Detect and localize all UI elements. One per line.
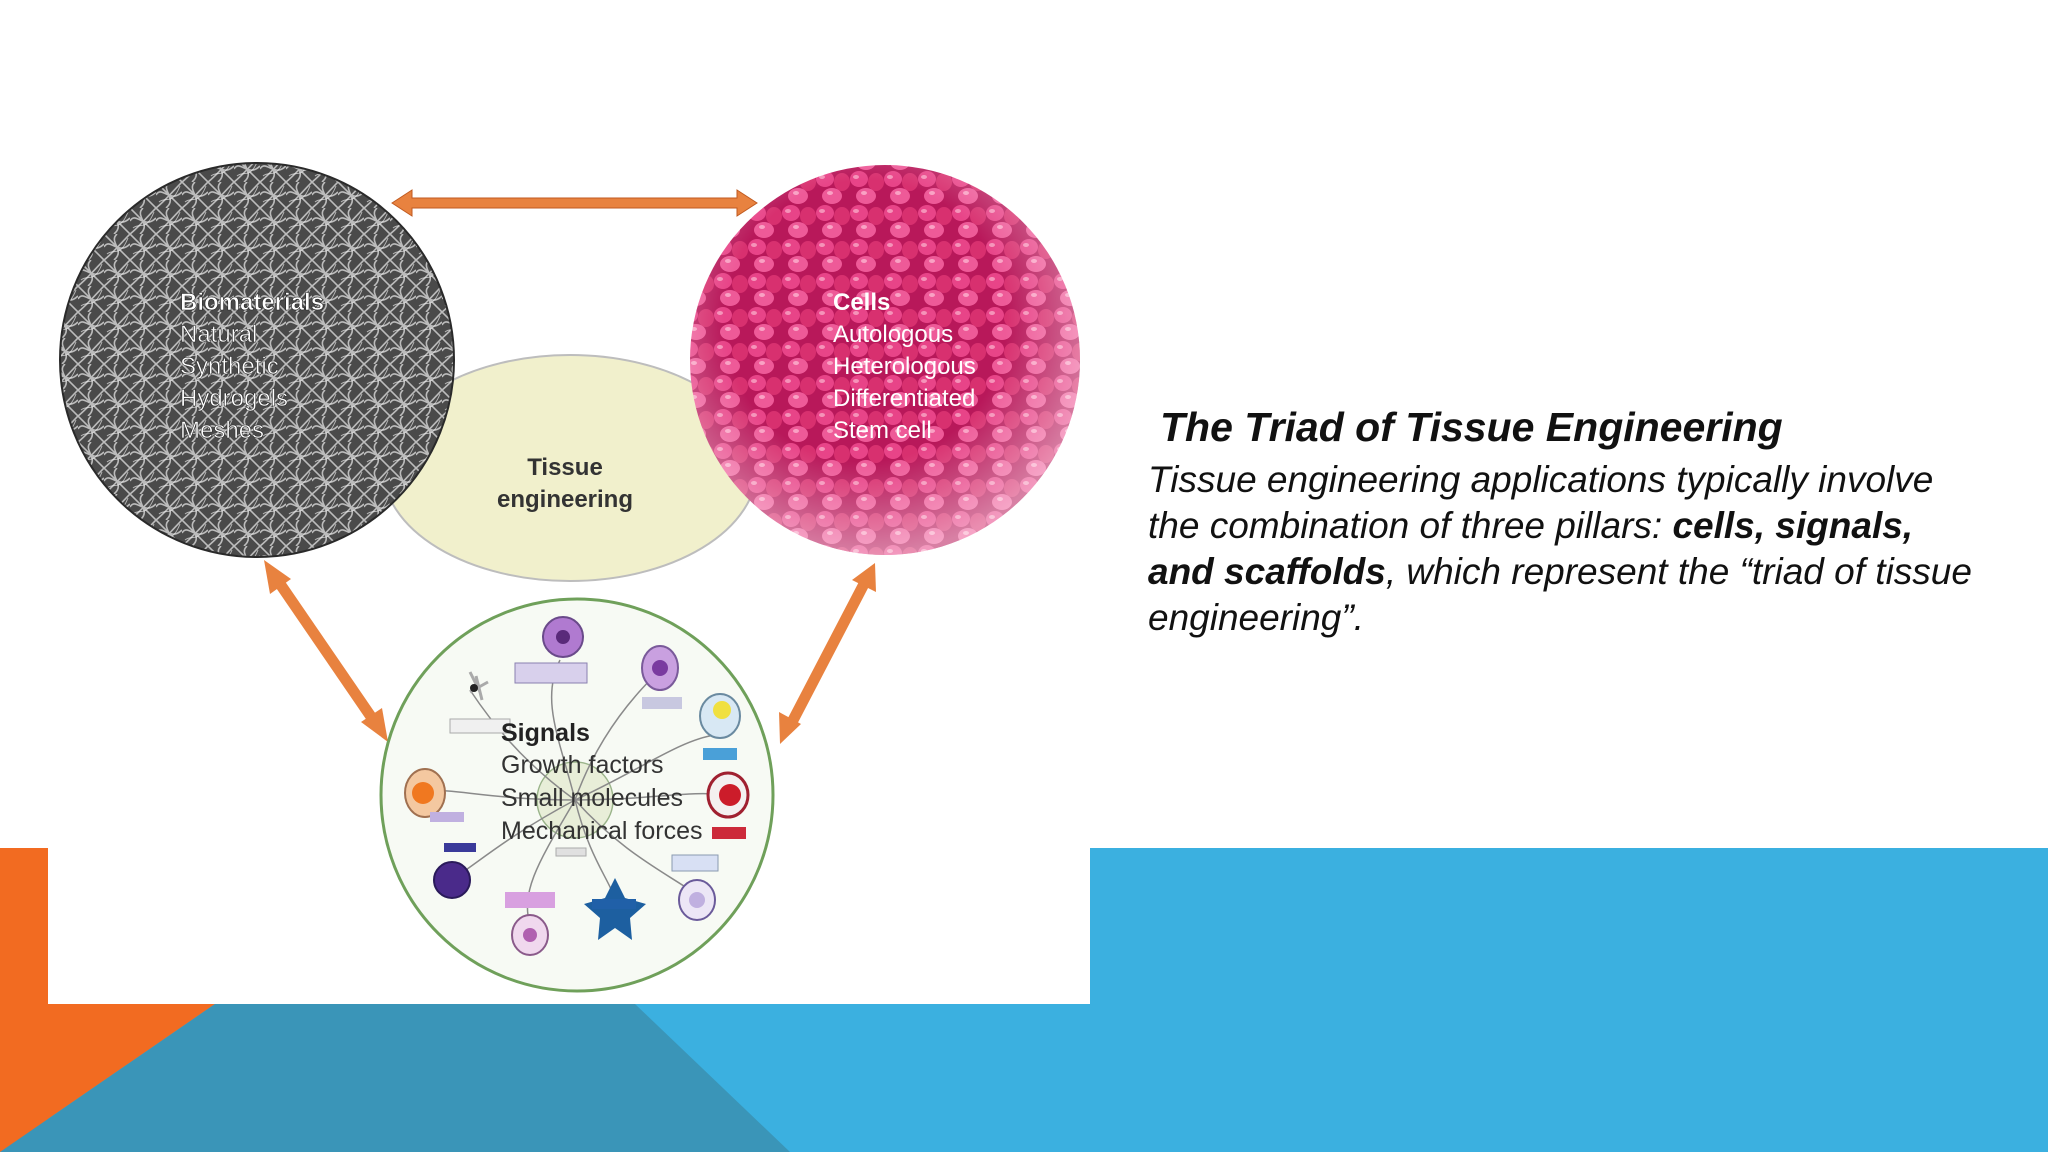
cells-item: Heterologous bbox=[833, 353, 976, 380]
top-double-arrow bbox=[391, 189, 758, 217]
cells-glow bbox=[690, 165, 1080, 555]
biomaterials-circle bbox=[60, 163, 454, 557]
biomaterials-item: Meshes bbox=[180, 417, 264, 444]
biomaterials-title: Biomaterials bbox=[180, 289, 324, 316]
cells-title: Cells bbox=[833, 289, 890, 316]
left-double-arrow bbox=[264, 560, 388, 742]
cells-item: Stem cell bbox=[833, 417, 932, 444]
slide-body: Tissue engineering applications typicall… bbox=[1148, 457, 1988, 641]
biomaterials-shade bbox=[59, 162, 455, 558]
signals-item: Small molecules bbox=[501, 784, 683, 812]
center-label-line1: Tissue bbox=[527, 454, 603, 481]
cells-item: Autologous bbox=[833, 321, 953, 348]
slide-title: The Triad of Tissue Engineering bbox=[1160, 404, 1783, 450]
biomaterials-item: Natural bbox=[180, 321, 257, 348]
biomaterials-item: Hydrogels bbox=[180, 385, 288, 412]
signals-item: Growth factors bbox=[501, 751, 664, 779]
body-text-bold: cells, signals, and scaffolds bbox=[1148, 505, 1914, 593]
cells-item: Differentiated bbox=[833, 385, 975, 412]
signals-cell-icons bbox=[404, 616, 750, 956]
biomaterials-item: Synthetic bbox=[180, 353, 279, 380]
dark-blue-triangle bbox=[0, 1004, 790, 1152]
body-text-part2: , which represent the “triad of tissue e… bbox=[1148, 551, 1972, 639]
right-double-arrow bbox=[779, 563, 876, 744]
signals-title: Signals bbox=[501, 719, 590, 747]
tissue-engineering-triad-figure: Tissue engineering Biomaterials Natural … bbox=[59, 162, 1080, 993]
signals-item: Mechanical forces bbox=[501, 817, 702, 845]
slide-caption: The Triad of Tissue Engineering Tissue e… bbox=[1148, 404, 1988, 641]
center-label-line2: engineering bbox=[497, 486, 633, 513]
body-text-part1: Tissue engineering applications typicall… bbox=[1148, 459, 1934, 547]
